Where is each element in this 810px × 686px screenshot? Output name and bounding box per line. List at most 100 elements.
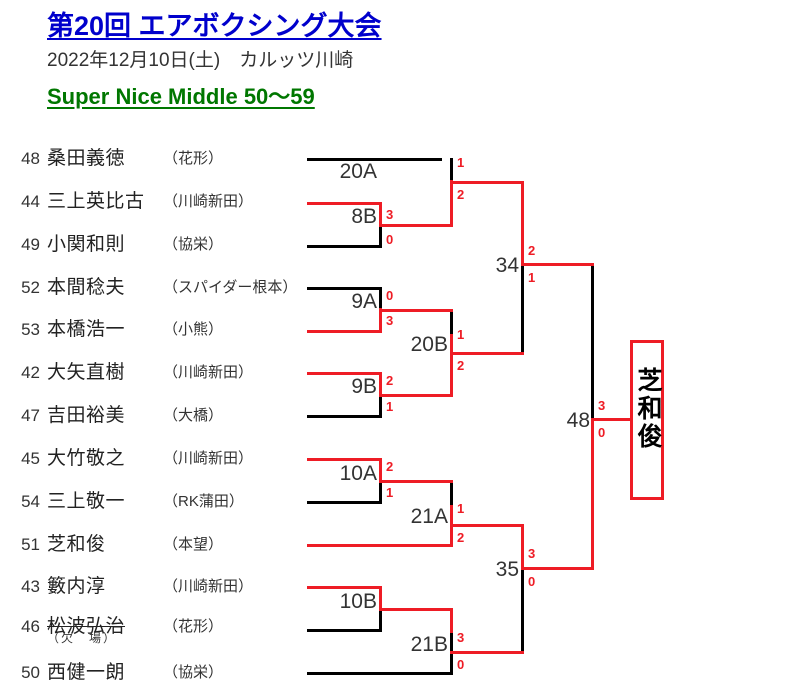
entry-club: （協栄） — [163, 664, 224, 681]
line-match-9A-winner — [379, 308, 382, 333]
champion-name: 芝和俊 — [637, 367, 663, 451]
score-34-top: 2 — [528, 243, 536, 258]
entry-club: （大橋） — [163, 407, 224, 424]
node-label-20A: 20A — [339, 160, 377, 183]
entry-row: 45 大竹敬之 （川崎新田） — [0, 446, 300, 472]
node-label-10B: 10B — [339, 590, 377, 613]
entry-name: 大矢直樹 — [47, 362, 126, 383]
entry-club: （協栄） — [163, 236, 224, 253]
line-match-34-winner — [521, 181, 524, 264]
entry-name: 松波弘治 — [47, 616, 126, 637]
line-match-48-winner — [591, 418, 594, 570]
entry-name: 三上敬一 — [47, 491, 126, 512]
entry-name: 桑田義徳 — [47, 148, 126, 169]
line-seed-54 — [307, 501, 379, 504]
score-20A-bottom: 2 — [457, 187, 465, 202]
entry-name: 芝和俊 — [47, 534, 106, 555]
score-48-top: 3 — [598, 398, 606, 413]
line-match-10B-loser — [379, 607, 382, 632]
line-10A-to-21A — [379, 480, 453, 483]
entry-name: 本橋浩一 — [47, 319, 126, 340]
line-20A-to-34 — [450, 181, 524, 184]
score-9B-top: 2 — [386, 373, 394, 388]
line-match-9A-loser — [379, 287, 382, 311]
line-34-to-48 — [521, 263, 594, 266]
score-9A-bottom: 3 — [386, 313, 394, 328]
line-match-34-loser — [521, 262, 524, 354]
score-35-bottom: 0 — [528, 574, 536, 589]
line-match-9B-winner — [379, 372, 382, 395]
entry-club: （本望） — [163, 536, 224, 553]
line-match-8B-loser — [379, 223, 382, 248]
line-20B-to-34 — [450, 352, 524, 355]
entry-row: 50 西健一朗 （協栄） — [0, 660, 300, 686]
node-label-48: 48 — [566, 409, 590, 432]
line-10B-to-21B — [379, 608, 453, 611]
entry-row: 46 松波弘治 （花形） （欠 場） — [0, 614, 300, 644]
node-label-8B: 8B — [351, 205, 377, 228]
entry-club: （RK蒲田） — [163, 493, 244, 510]
entry-number: 43 — [21, 577, 40, 596]
line-seed-46 — [307, 629, 379, 632]
event-date-venue: 2022年12月10日(土) カルッツ川崎 — [47, 50, 354, 71]
line-match-20A-winner — [450, 180, 453, 227]
entry-name: 三上英比古 — [47, 191, 145, 212]
line-match-20B-winner — [450, 334, 453, 397]
champion-box: 芝和俊 — [630, 340, 664, 500]
line-9B-to-20B — [379, 394, 453, 397]
line-match-21B-winner — [450, 608, 453, 633]
entry-name: 西健一朗 — [47, 662, 126, 683]
line-seed-43 — [307, 586, 379, 589]
entry-number: 46 — [21, 617, 40, 636]
entry-club: （川崎新田） — [163, 364, 254, 381]
line-seed-42 — [307, 372, 379, 375]
score-8B-top: 3 — [386, 207, 394, 222]
entry-scratch-note: （欠 場） — [47, 631, 118, 645]
line-match-35-winner — [521, 524, 524, 568]
score-35-top: 3 — [528, 546, 536, 561]
entry-number: 52 — [21, 278, 40, 297]
score-10A-bottom: 1 — [386, 485, 394, 500]
page-title: 第20回 エアボクシング大会 — [47, 11, 382, 41]
node-label-10A: 10A — [339, 462, 377, 485]
line-seed-47 — [307, 415, 379, 418]
score-8B-bottom: 0 — [386, 232, 394, 247]
line-9A-to-20B — [379, 309, 453, 312]
score-10A-top: 2 — [386, 459, 394, 474]
entry-number: 48 — [21, 149, 40, 168]
score-20A-top: 1 — [457, 155, 465, 170]
line-match-10B-winner — [379, 586, 382, 609]
line-seed-45 — [307, 458, 379, 461]
line-seed-48 — [307, 158, 442, 161]
entry-number: 42 — [21, 363, 40, 382]
line-seed-52 — [307, 287, 379, 290]
score-21A-top: 1 — [457, 501, 465, 516]
entry-club: （花形） — [163, 618, 224, 635]
entry-name: 吉田裕美 — [47, 405, 126, 426]
line-match-9B-loser — [379, 393, 382, 418]
entry-number: 45 — [21, 449, 40, 468]
line-seed-44 — [307, 202, 379, 205]
node-label-34: 34 — [495, 254, 519, 277]
score-48-bottom: 0 — [598, 425, 606, 440]
line-21B-to-35 — [450, 651, 524, 654]
score-9A-top: 0 — [386, 288, 394, 303]
entry-club: （川崎新田） — [163, 450, 254, 467]
entry-number: 50 — [21, 663, 40, 682]
line-8B-to-20A — [379, 224, 453, 227]
node-label-9B: 9B — [351, 375, 377, 398]
node-label-20B: 20B — [410, 333, 448, 356]
line-seed-50 — [307, 672, 453, 675]
entry-row: 42 大矢直樹 （川崎新田） — [0, 360, 300, 386]
line-35-to-48 — [521, 567, 594, 570]
entry-number: 44 — [21, 192, 40, 211]
entry-name: 大竹敬之 — [47, 448, 126, 469]
line-48-to-champion — [591, 418, 633, 421]
entry-club: （スパイダー根本） — [163, 279, 298, 296]
